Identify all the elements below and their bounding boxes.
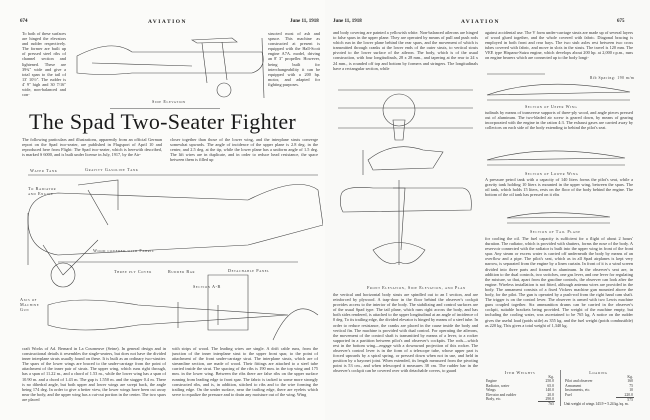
row-label: Instruments, etc. [565, 388, 591, 393]
drawing-label: Axis of Machine Gun [20, 297, 40, 312]
text-column: with strips of wood. The leading wires a… [172, 346, 318, 397]
text-column: and body covering are painted a yellowis… [333, 30, 478, 71]
row-value: 75 [629, 383, 633, 388]
masthead: AVIATION [461, 19, 500, 25]
masthead: AVIATION [148, 19, 187, 25]
table-row: Radiator, water 65.0 [485, 384, 555, 388]
drawing-label: Rudder Bar [168, 269, 196, 274]
intro-column: The following particulars and illustrati… [22, 137, 162, 158]
right-page: June 11, 1918 AVIATION 675 and body cove… [325, 0, 650, 420]
drawing-label: Three ply Cover [114, 269, 152, 274]
tail-plane-caption: Section of Tail Plane [530, 229, 581, 234]
table-row: Elevator and rudder 20.0 [485, 393, 555, 397]
date: June 11, 1918 [333, 19, 362, 24]
row-value: 140.0 [545, 388, 554, 393]
upper-wing-section-drawing [486, 73, 631, 101]
total-value: 575 [615, 397, 634, 403]
row-label: Engine [486, 379, 497, 384]
table-row: Pilot and observer 160 [564, 379, 634, 383]
table-title: Item Weights [504, 370, 536, 375]
row-label: Elevator and rudder [486, 392, 517, 397]
lower-wing-section-drawing [486, 150, 626, 166]
table-total: 575 [564, 397, 634, 403]
text-column: A pressure petrol tank with a capacity o… [485, 177, 633, 198]
three-view-drawing [338, 89, 473, 265]
side-elevation-drawing [76, 37, 265, 99]
row-label: Fuel [565, 392, 572, 397]
drawing-label: To Radiator and Engine [28, 186, 57, 196]
page-number: 674 [20, 19, 28, 24]
lower-wing-caption: Section of Lower Wing [525, 171, 579, 176]
side-elevation-caption: Side Elevation [152, 99, 186, 104]
table-row: Engine 250.0 [485, 379, 555, 383]
table-row: Armament 75 [564, 384, 634, 388]
table-total: 765 [485, 401, 555, 407]
row-label: Armament [565, 383, 582, 388]
row-value: 160 [627, 379, 633, 384]
table-row: Fuel 220.0 [564, 393, 634, 398]
intro-column: closer together than those of the lower … [170, 137, 318, 163]
spad-detail-drawing [27, 174, 323, 341]
unit: Kg. [627, 375, 633, 379]
row-value: 20.0 [547, 392, 554, 397]
drawing-label: Section A-B [193, 284, 221, 289]
tail-plane-section-drawing [506, 212, 611, 224]
row-value: 250.0 [545, 379, 554, 384]
row-label: Wings [486, 388, 496, 393]
text-column: for cooling the oil. The fuel capacity i… [485, 236, 633, 328]
drawing-label: Gravity Gasoline Tank [85, 167, 139, 172]
table-row: Wings 140.0 [485, 388, 555, 392]
date: June 11, 1918 [290, 19, 319, 24]
row-value: 10 [629, 388, 633, 393]
drawing-label: Wood covered with Fabric [93, 248, 155, 253]
page-number: 675 [617, 19, 625, 24]
total-value: 765 [537, 401, 555, 407]
row-label: Radiator, water [486, 383, 510, 388]
rib-spacing-label: Rib Spacing: 190 m/m [590, 76, 635, 80]
drawing-label: Water Tank [30, 168, 58, 173]
text-column: tudinals by means of transverse supports… [485, 110, 633, 131]
table-row: Instruments, etc. 10 [564, 388, 634, 392]
left-page: 674 AVIATION June 11, 1918 To both of th… [20, 19, 323, 402]
upper-wing-caption: Section of Upper Wing [525, 104, 578, 109]
figure-caption: Front Elevation, Side Elevation, and Pla… [367, 285, 466, 290]
unit: Kg. [548, 375, 554, 379]
divider-rule [110, 108, 220, 109]
drawing-label: Detachable Panel [228, 268, 270, 273]
row-value: 290.0 [545, 397, 554, 402]
table-header: Kg. [485, 375, 555, 379]
article-title: The Spad Two-Seater Fighter [28, 109, 297, 134]
row-label: Body, etc. [486, 397, 502, 402]
row-label: Pilot and observer [565, 379, 593, 384]
text-column: To both of these surfaces are hinged the… [22, 31, 66, 98]
table-header: Kg. [564, 375, 634, 379]
text-column: craft Works of Ad. Bernard in La Courneu… [22, 346, 166, 402]
wing-loading-note: Unit weight of wings 143.9 = 5.24 kg./sq… [564, 402, 629, 407]
text-column: structed most of ash and spruce. This ma… [268, 31, 320, 87]
row-value: 220.0 [624, 392, 633, 397]
text-column: against accidental use. The V form under… [485, 30, 633, 61]
text-column: the vertical and horizontal body struts … [333, 292, 478, 374]
table-title: Loading [589, 370, 608, 375]
table-row: Body, etc. 290.0 [485, 397, 555, 402]
row-value: 65.0 [547, 383, 554, 388]
